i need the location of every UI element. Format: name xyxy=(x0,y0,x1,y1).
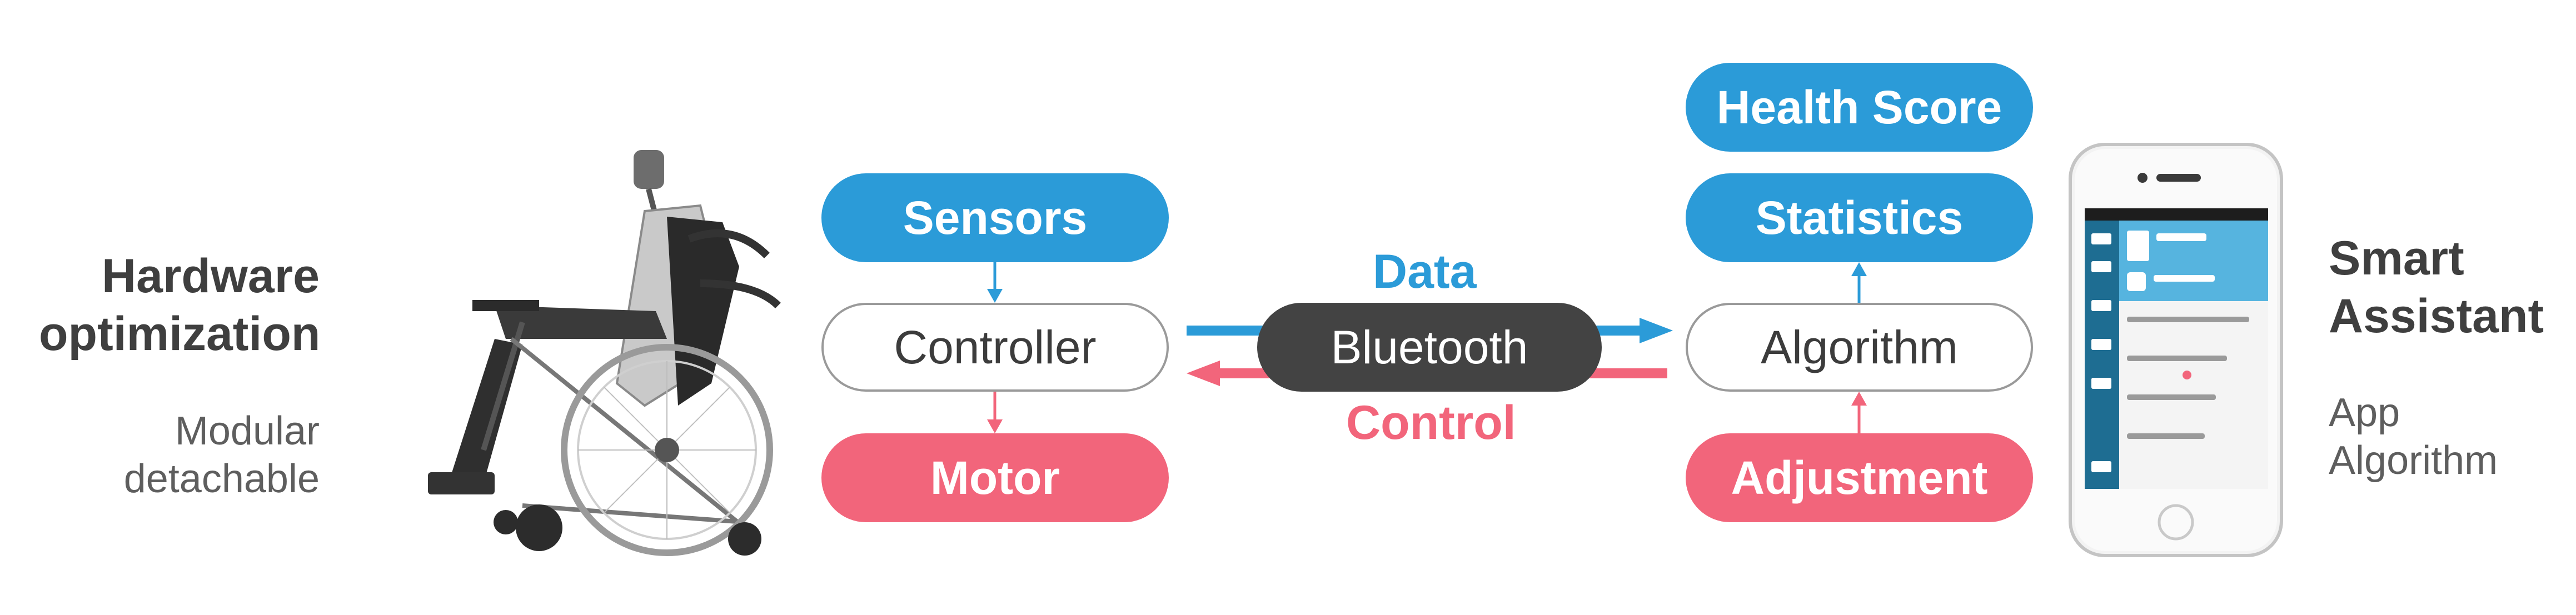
sensors-to-controller-arrow xyxy=(987,262,1003,303)
hardware-title-line1: Hardware xyxy=(102,249,320,303)
algorithm-node: Algorithm xyxy=(1686,303,2033,392)
smart-assistant-title: Smart Assistant xyxy=(2329,229,2573,345)
health-score-node: Health Score xyxy=(1686,63,2033,152)
smart-assistant-title-line1: Smart xyxy=(2329,232,2464,285)
bluetooth-label: Bluetooth xyxy=(1331,321,1528,373)
smart-assistant-sub-line1: App xyxy=(2329,391,2400,435)
controller-to-motor-arrow xyxy=(987,392,1003,433)
sensors-label: Sensors xyxy=(903,191,1088,244)
controller-node: Controller xyxy=(821,303,1169,392)
hardware-title-line2: optimization xyxy=(39,307,321,361)
smartphone-illustration xyxy=(2069,143,2283,557)
health-score-label: Health Score xyxy=(1716,81,2002,133)
hardware-sub-line1: Modular xyxy=(175,409,320,453)
wheelchair-illustration xyxy=(428,150,781,556)
statistics-node: Statistics xyxy=(1686,173,2033,262)
data-label: Data xyxy=(1373,245,1477,298)
motor-node: Motor xyxy=(821,433,1169,522)
hardware-subtitle: Modular detachable xyxy=(39,407,320,503)
hardware-sub-line2: detachable xyxy=(123,457,320,501)
motor-label: Motor xyxy=(930,451,1060,504)
statistics-label: Statistics xyxy=(1755,191,1964,244)
smart-assistant-title-line2: Assistant xyxy=(2329,289,2544,343)
control-label: Control xyxy=(1346,396,1516,449)
bluetooth-node: Bluetooth xyxy=(1257,303,1602,392)
smart-assistant-sub-line2: Algorithm xyxy=(2329,438,2498,483)
adjustment-to-algorithm-arrow xyxy=(1851,392,1867,433)
adjustment-node: Adjustment xyxy=(1686,433,2033,522)
algorithm-label: Algorithm xyxy=(1761,321,1958,373)
hardware-title: Hardware optimization xyxy=(39,247,320,363)
sensors-node: Sensors xyxy=(821,173,1169,262)
controller-label: Controller xyxy=(894,321,1097,373)
smart-assistant-subtitle: App Algorithm xyxy=(2329,389,2573,484)
algorithm-to-statistics-arrow xyxy=(1851,262,1867,303)
adjustment-label: Adjustment xyxy=(1731,451,1988,504)
